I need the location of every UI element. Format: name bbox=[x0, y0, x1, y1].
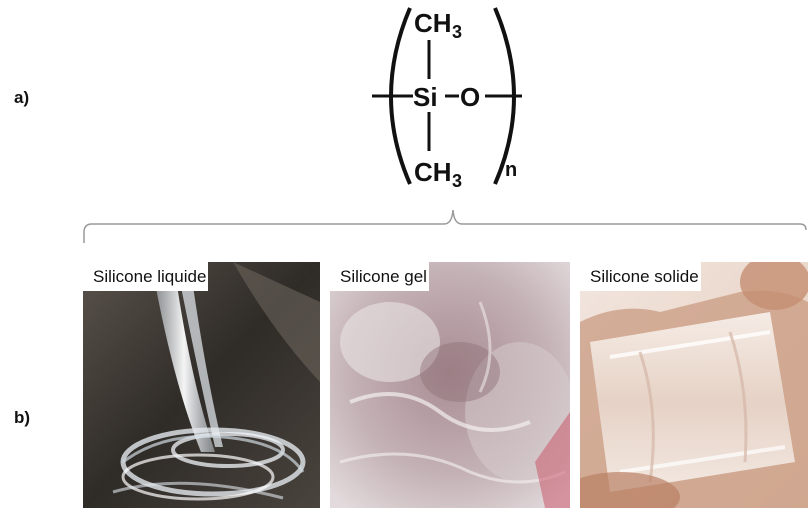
methyl-bottom-subscript: 3 bbox=[452, 171, 462, 191]
caption-gel: Silicone gel bbox=[330, 262, 429, 291]
atom-si: Si bbox=[413, 82, 438, 112]
methyl-top: CH bbox=[414, 8, 452, 38]
repeat-index: n bbox=[505, 159, 517, 181]
methyl-top-subscript: 3 bbox=[452, 22, 462, 42]
grouping-brace bbox=[83, 209, 807, 243]
caption-solid: Silicone solide bbox=[580, 262, 701, 291]
photo-liquid-silicone: Silicone liquide bbox=[83, 262, 320, 508]
photo-solid-silicone: Silicone solide bbox=[580, 262, 808, 508]
methyl-bottom: CH bbox=[414, 157, 452, 187]
atom-o: O bbox=[460, 82, 480, 112]
panel-label-b: b) bbox=[14, 408, 31, 427]
panel-label-a: a) bbox=[14, 88, 30, 107]
caption-liquid: Silicone liquide bbox=[83, 262, 209, 291]
photo-silicone-gel: Silicone gel bbox=[330, 262, 570, 508]
pdms-structural-formula: Si O CH 3 CH 3 n bbox=[83, 7, 807, 243]
